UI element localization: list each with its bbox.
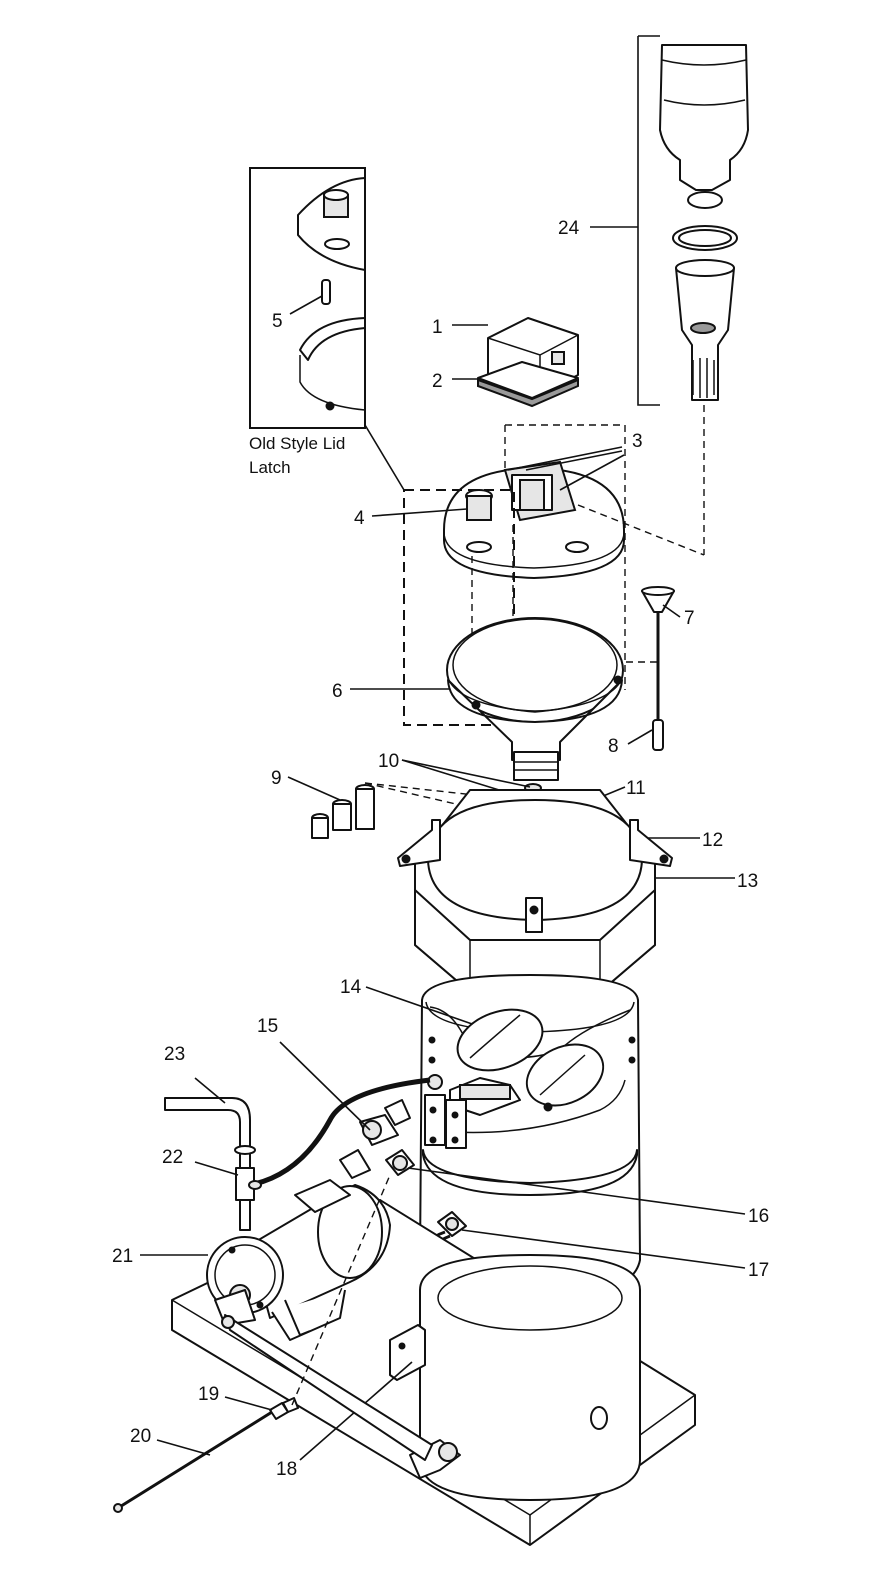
callout-12: 12 [702, 830, 723, 851]
callout-17: 17 [748, 1260, 769, 1281]
part-21-pump-motor [140, 1179, 391, 1341]
callout-7: 7 [684, 608, 695, 629]
part-6-hopper-cone [350, 617, 624, 781]
callout-8: 8 [608, 736, 619, 757]
callout-1: 1 [432, 317, 443, 338]
part-22-23-riser-pipe [164, 1077, 262, 1231]
callout-labels: 1 2 3 4 5 6 7 8 9 10 11 12 13 14 15 16 1… [112, 218, 769, 1480]
callout-21: 21 [112, 1246, 133, 1267]
part-24-filter-cartridge [590, 35, 749, 555]
old-style-lid-latch-inset: Old Style Lid Latch [249, 167, 405, 491]
callout-13: 13 [737, 871, 758, 892]
part-19-20-probe [113, 1174, 391, 1513]
octagon-collar [397, 789, 673, 993]
callout-18: 18 [276, 1459, 297, 1480]
callout-4: 4 [354, 508, 365, 529]
callout-22: 22 [162, 1147, 183, 1168]
callout-3: 3 [632, 431, 643, 452]
discharge-pipe [221, 1314, 433, 1461]
part-2-gasket [477, 361, 579, 408]
callout-9: 9 [271, 768, 282, 789]
inset-caption-line1: Old Style Lid [249, 434, 345, 453]
callout-2: 2 [432, 371, 443, 392]
part-7-funnel [641, 586, 681, 618]
callout-14: 14 [340, 977, 362, 998]
part-18-junction-box [299, 1324, 426, 1461]
part-16-fitting [385, 1149, 746, 1215]
part-15-elbow-fitting [249, 1041, 431, 1188]
callout-6: 6 [332, 681, 343, 702]
inset-caption-line2: Latch [249, 458, 291, 477]
callout-24: 24 [558, 218, 580, 239]
lower-basin [409, 1254, 641, 1501]
callout-20: 20 [130, 1426, 151, 1447]
callout-19: 19 [198, 1384, 219, 1405]
callout-15: 15 [257, 1016, 278, 1037]
callout-16: 16 [748, 1206, 769, 1227]
lid-assembly [371, 424, 705, 712]
float-balls [456, 1008, 605, 1112]
callout-5: 5 [272, 311, 283, 332]
callout-23: 23 [164, 1044, 185, 1065]
part-9-fittings [287, 776, 526, 839]
inset-reference-box [403, 489, 515, 726]
callout-11: 11 [626, 778, 646, 799]
callout-10: 10 [378, 751, 399, 772]
valve-block-assembly [424, 1074, 521, 1149]
